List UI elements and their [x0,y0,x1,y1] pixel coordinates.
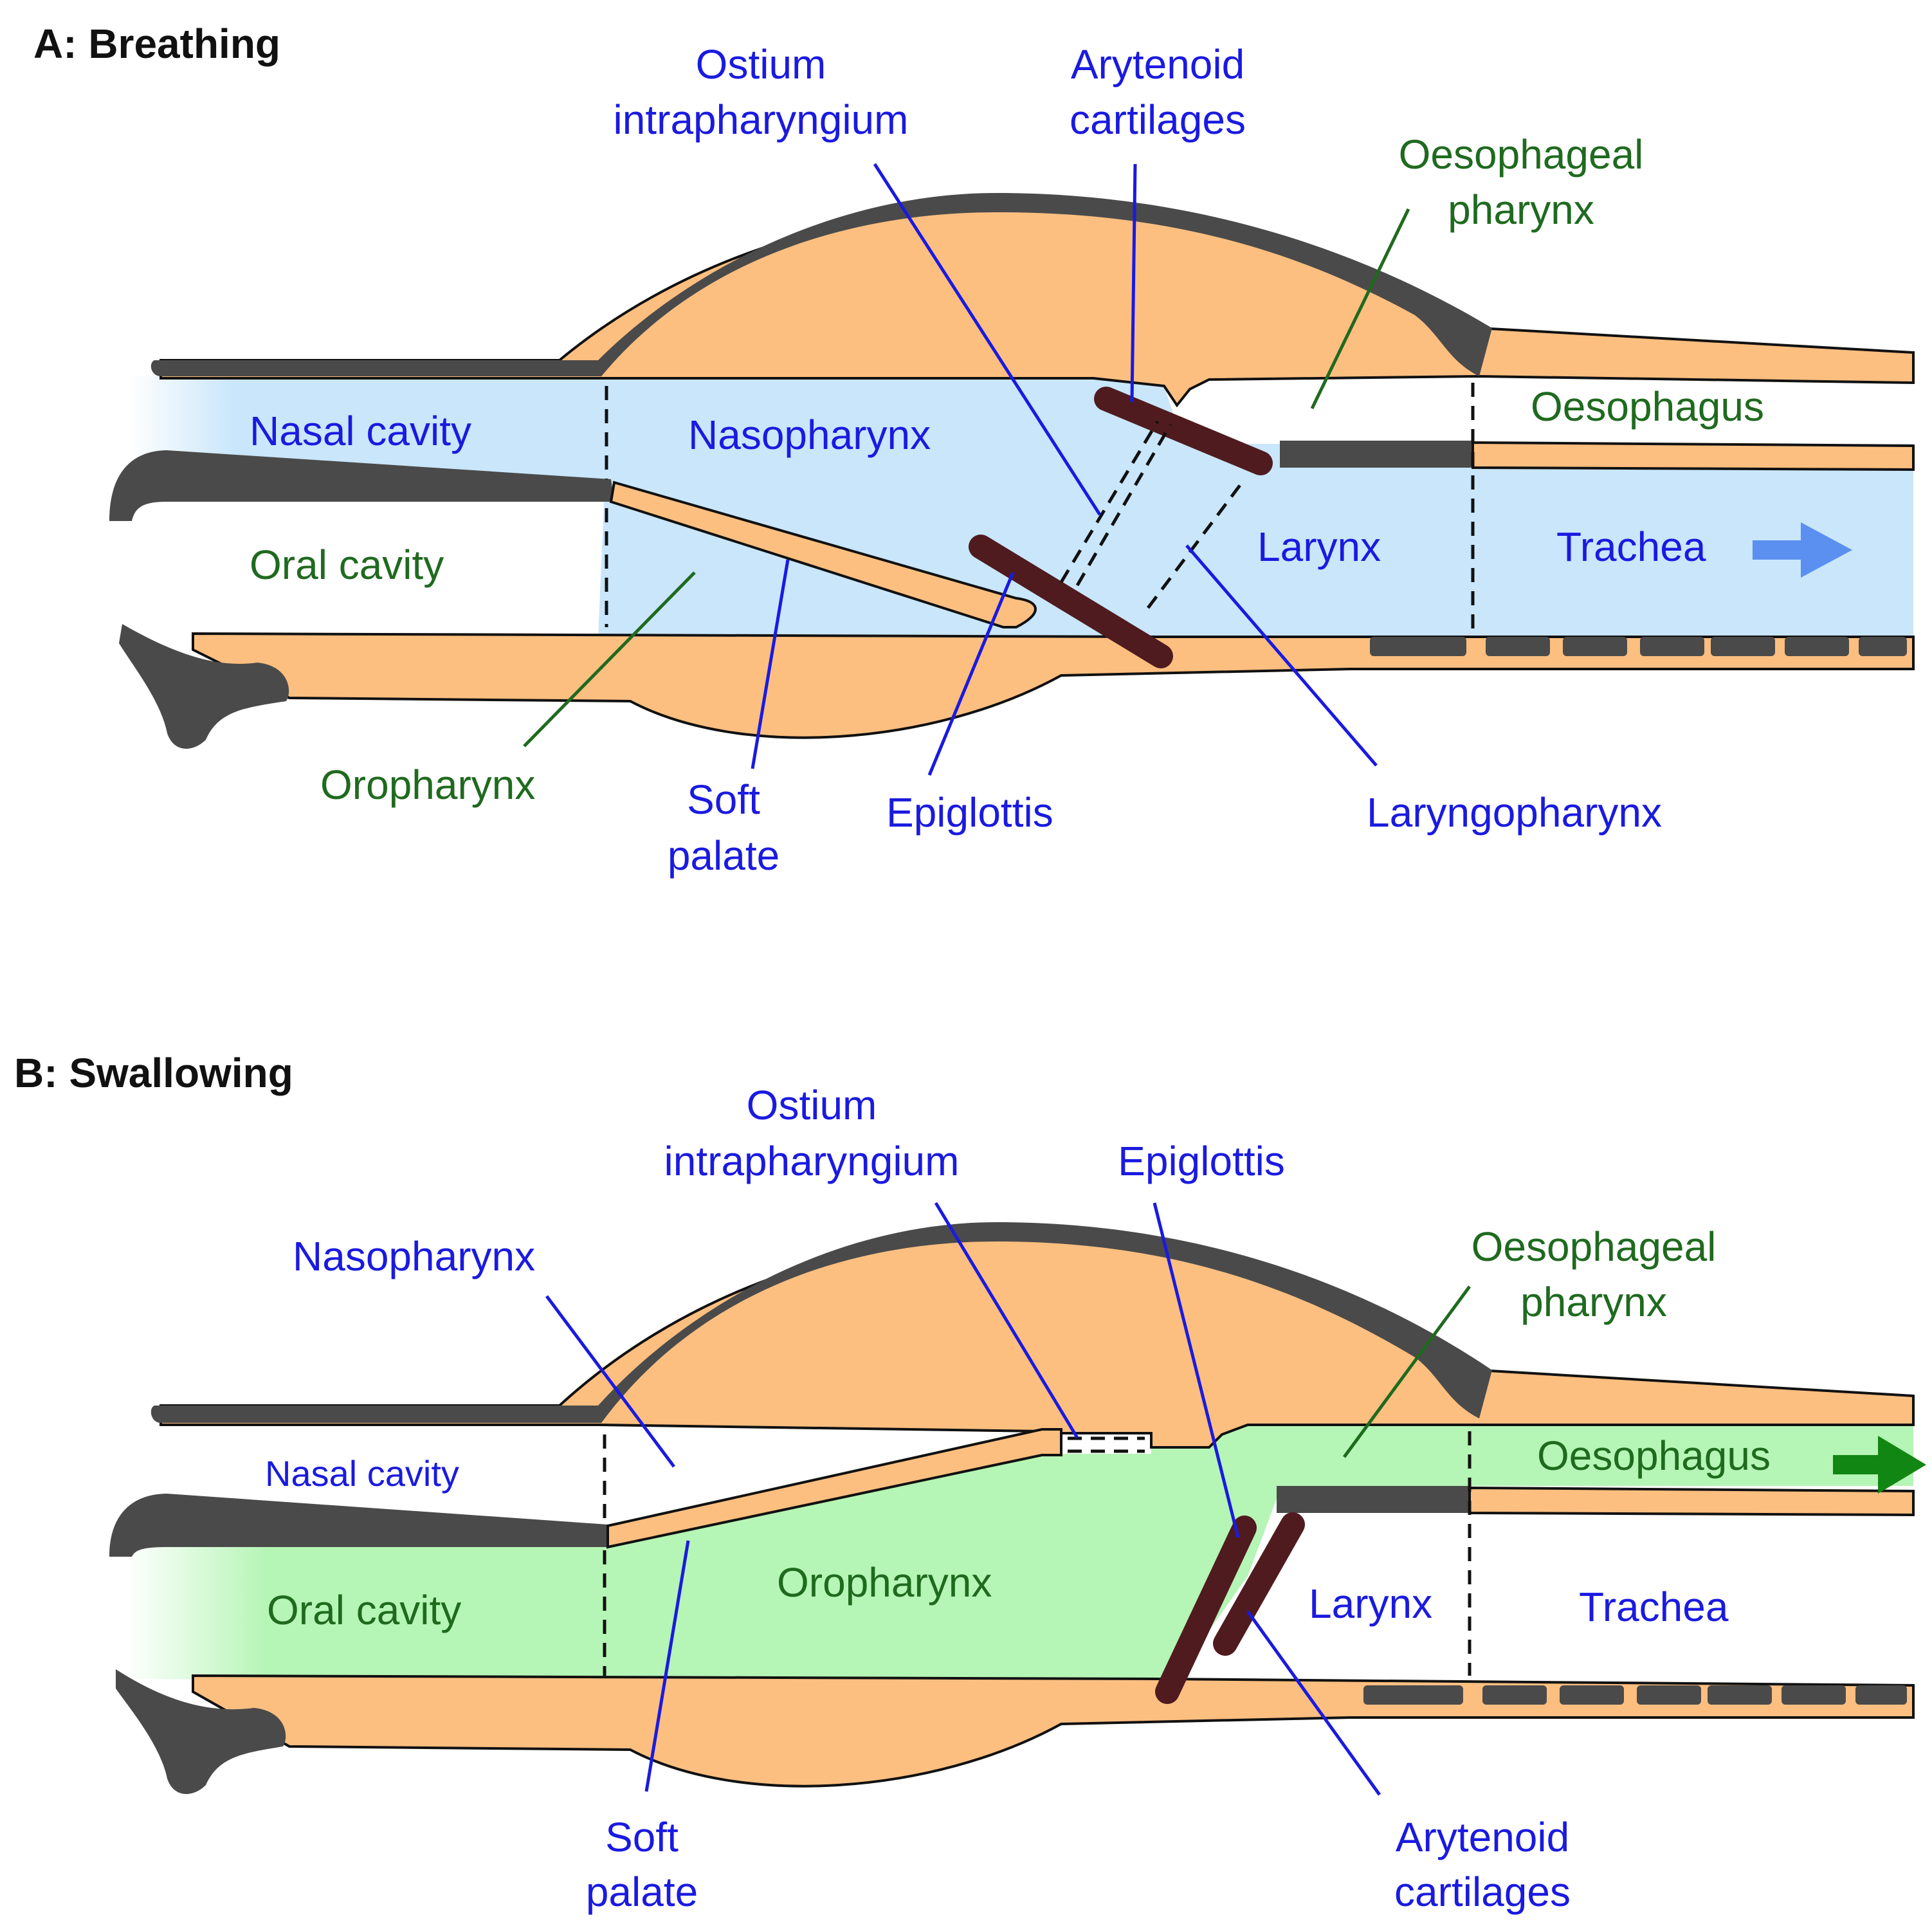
arrow-right-icon [1753,522,1852,578]
panel-a-dash-larynx [1147,478,1246,609]
panel-b-food-pathway [125,1425,1913,1685]
panel-b-label-arytenoid-2: cartilages [1394,1869,1571,1915]
panel-a-tracheal-wall-dark [1280,441,1473,468]
panel-b-tracheal-rings [1363,1685,1907,1705]
panel-b-label-soft-palate-2: palate [586,1869,698,1915]
panel-a-mandible [119,624,289,749]
panel-a-label-oral-cavity: Oral cavity [250,542,444,588]
panel-a-label-oropharynx: Oropharynx [320,762,535,808]
panel-b-leader-lines [545,1202,1472,1796]
panel-b-arytenoid-cartilage [1213,1512,1305,1656]
panel-b-label-oropharynx: Oropharynx [777,1559,992,1606]
panel-a-label-nasopharynx: Nasopharynx [688,412,931,458]
panel-b-swallowing: B: Swallowing [14,1050,1926,1915]
panel-b-label-epiglottis: Epiglottis [1118,1138,1285,1184]
panel-a-label-epiglottis: Epiglottis [886,789,1053,836]
panel-a-tracheal-rings [1370,637,1907,656]
panel-b-label-nasal-cavity: Nasal cavity [265,1453,459,1494]
panel-a-label-arytenoid-2: cartilages [1070,96,1246,143]
panel-b-hard-palate [109,1494,608,1557]
panel-b-label-oesophagus: Oesophagus [1537,1433,1771,1479]
panel-b-title: B: Swallowing [14,1050,293,1096]
panel-a-soft-palate [609,481,1037,628]
panel-b-epiglottis-cartilage [1155,1516,1257,1704]
panel-b-tracheal-wall-dark [1277,1486,1470,1513]
panel-b-label-oesophageal-pharynx-2: pharynx [1520,1279,1667,1325]
panel-b-mandible [116,1669,286,1794]
panel-a-label-oesophageal-pharynx-2: pharynx [1448,187,1594,233]
panel-b-label-arytenoid-1: Arytenoid [1396,1814,1569,1860]
panel-b-label-trachea: Trachea [1579,1584,1729,1630]
panel-a-label-soft-palate-1: Soft [687,776,760,823]
panel-a-dash-ostium-2 [1075,423,1172,587]
panel-b-tracheal-wall-tissue [1468,1486,1915,1517]
panel-a-label-nasal-cavity: Nasal cavity [250,408,471,454]
panel-a-arytenoid-cartilage [1094,387,1273,475]
panel-a-hard-palate [109,450,614,521]
panel-a-epiglottis-cartilage [969,535,1173,668]
panel-b-label-oesophageal-pharynx-1: Oesophageal [1472,1223,1717,1270]
panel-a-leader-lines [523,163,1410,776]
panel-b-label-ostium-1: Ostium [747,1082,877,1128]
panel-a-label-trachea: Trachea [1556,524,1706,570]
panel-b-soft-palate [606,1428,1062,1549]
panel-b-label-soft-palate-1: Soft [605,1814,679,1860]
panel-a-roof-dark [150,193,1493,376]
panel-a-title: A: Breathing [33,21,280,67]
panel-a-label-arytenoid-1: Arytenoid [1071,41,1244,87]
panel-a-floor-tissue [192,632,1915,739]
panel-a-label-oesophagus: Oesophagus [1531,383,1764,430]
panel-b-label-larynx: Larynx [1309,1580,1432,1627]
panel-b-label-oral-cavity: Oral cavity [267,1587,461,1633]
panel-b-label-nasopharynx: Nasopharynx [293,1233,535,1279]
panel-a-label-larynx: Larynx [1257,524,1381,570]
panel-a-label-laryngopharynx: Laryngopharynx [1367,789,1662,836]
panel-a-label-ostium-2: intrapharyngium [614,96,909,143]
panel-a-label-ostium-1: Ostium [696,41,826,87]
panel-a-breathing: A: Breathing [33,21,1915,879]
panel-a-airway [129,376,1913,637]
panel-a-tracheal-wall-tissue [1472,441,1915,472]
panel-b-roof-dark [150,1222,1493,1423]
panel-a-label-oesophageal-pharynx-1: Oesophageal [1399,131,1644,178]
panel-a-label-soft-palate-2: palate [668,832,779,879]
panel-b-floor-tissue [192,1674,1915,1788]
panel-b-label-ostium-2: intrapharyngium [664,1138,960,1184]
arrow-right-icon [1833,1436,1926,1494]
panel-a-dash-ostium-1 [1059,420,1160,583]
